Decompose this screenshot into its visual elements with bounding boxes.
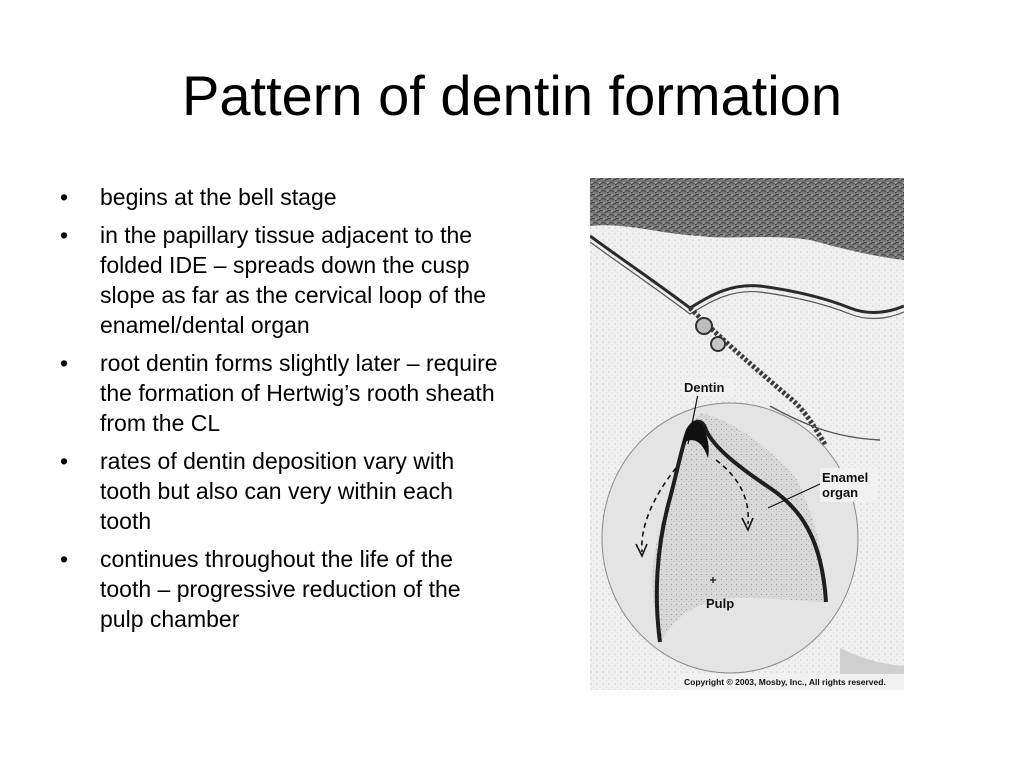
bullet-item: • in the papillary tissue adjacent to th… (60, 220, 500, 340)
bullet-marker: • (60, 546, 69, 572)
bullet-marker: • (60, 184, 69, 210)
dentin-leader-line (687, 393, 699, 445)
label-enamel: Enamel (822, 470, 868, 485)
label-dentin: Dentin (684, 380, 725, 395)
right-arrow-head (741, 517, 754, 532)
lamina-cell-circle (710, 336, 726, 352)
enamel-leader-line (767, 483, 821, 509)
bullet-marker: • (60, 222, 69, 248)
label-pulp: Pulp (706, 596, 734, 611)
bullet-item: • rates of dentin deposition vary with t… (60, 446, 500, 536)
histology-figure: Dentin Enamel organ Pulp Copyright © 200… (590, 178, 904, 690)
stellate-line (769, 405, 881, 441)
bullet-list: • begins at the bell stage • in the papi… (60, 182, 500, 642)
copyright-text: Copyright © 2003, Mosby, Inc., All right… (684, 677, 886, 687)
bullet-text: begins at the bell stage (100, 184, 337, 210)
bullet-item: • root dentin forms slightly later – req… (60, 348, 500, 438)
left-arrow-head (635, 543, 648, 558)
lamina-cell-circle (695, 317, 713, 335)
bullet-text: root dentin forms slightly later – requi… (100, 350, 498, 436)
bullet-item: • begins at the bell stage (60, 182, 500, 212)
histology-micrograph: Dentin Enamel organ Pulp Copyright © 200… (590, 178, 904, 690)
bullet-text: in the papillary tissue adjacent to the … (100, 222, 487, 338)
bullet-text: continues throughout the life of the too… (100, 546, 461, 632)
oral-epithelium (590, 178, 904, 260)
epithelium-border (590, 234, 904, 314)
copyright-bg (680, 674, 904, 690)
right-spread-arrow (715, 459, 750, 525)
bullet-marker: • (60, 350, 69, 376)
bullet-text: rates of dentin deposition vary with too… (100, 448, 455, 534)
pulp-marker (710, 577, 716, 583)
dentin-label-bg (682, 378, 734, 396)
label-organ: organ (822, 485, 858, 500)
epithelium-border-inner (590, 241, 904, 320)
bullet-marker: • (60, 448, 69, 474)
dental-papilla (651, 413, 826, 640)
enamel-label-bg (820, 468, 878, 502)
slide-title: Pattern of dentin formation (182, 64, 842, 127)
dentin-cap (682, 421, 709, 458)
bullet-item: • continues throughout the life of the t… (60, 544, 500, 634)
left-spread-arrow (641, 467, 677, 553)
